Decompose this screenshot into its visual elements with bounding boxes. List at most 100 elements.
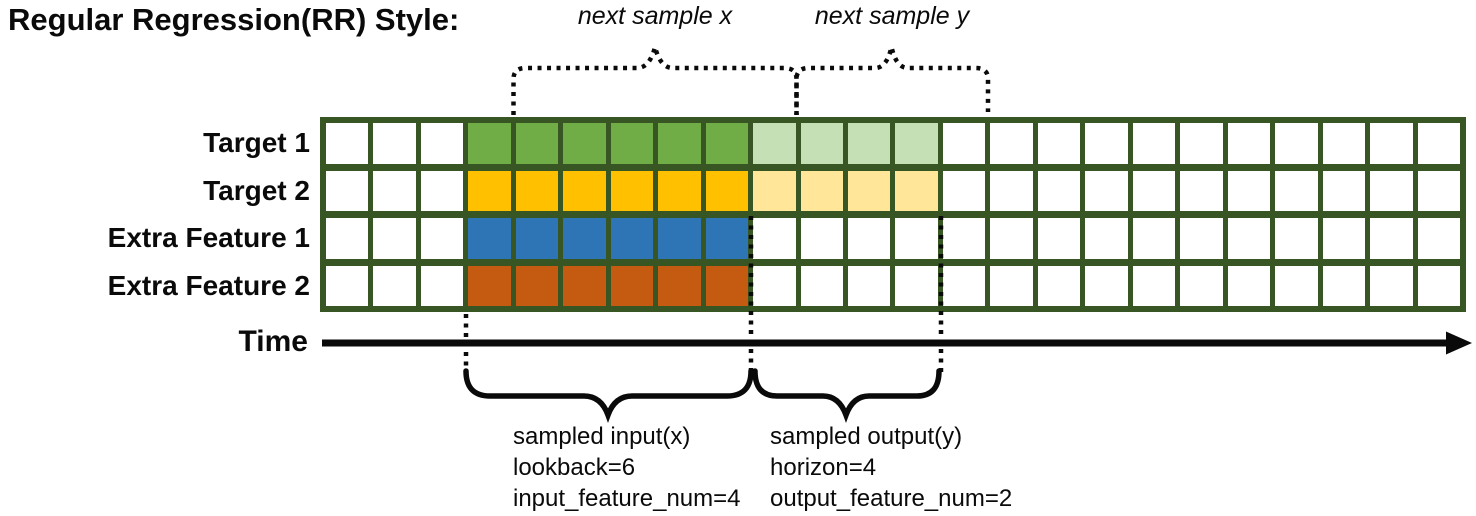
grid-cell [610, 218, 654, 259]
grid-cell [1275, 218, 1318, 259]
grid-cell [420, 265, 464, 306]
grid-cell [800, 170, 844, 211]
grid-cell [515, 123, 559, 164]
grid-cell [1275, 123, 1318, 164]
grid-cell [1085, 123, 1128, 164]
next-sample-y-brace [794, 46, 991, 115]
row-label-extra-feature-2: Extra Feature 2 [107, 270, 310, 301]
grid-cell [1417, 218, 1460, 259]
grid-cell [1085, 265, 1128, 306]
grid-cell [705, 218, 749, 259]
output-feature-num: output_feature_num=2 [770, 485, 1013, 512]
grid-cell [373, 265, 416, 306]
sampled-output-title: sampled output(y) [770, 423, 963, 450]
grid-cell [468, 218, 511, 259]
grid-cell [1370, 123, 1413, 164]
grid-cell [658, 170, 701, 211]
grid-cell [1227, 218, 1271, 259]
grid-cell [705, 123, 749, 164]
grid-cell [373, 218, 416, 259]
grid-cell [705, 265, 749, 306]
sampled-input-note: sampled input(x) lookback=6 input_featur… [513, 421, 741, 514]
next-sample-y-label: next sample y [814, 2, 970, 30]
time-axis-arrowhead-icon [1446, 331, 1472, 355]
grid-cell [1417, 265, 1460, 306]
grid-cell [1370, 218, 1413, 259]
grid-cell [1370, 170, 1413, 211]
grid-cell [326, 170, 369, 211]
grid-cell [326, 265, 369, 306]
sampled-input-title: sampled input(x) [513, 423, 691, 450]
grid-cell [658, 123, 701, 164]
input-feature-num: input_feature_num=4 [513, 485, 741, 512]
grid-cell [753, 170, 796, 211]
grid-cell [468, 123, 511, 164]
grid-cell [515, 218, 559, 259]
grid-cell [1180, 265, 1223, 306]
grid-cell [942, 170, 986, 211]
grid-cell [468, 265, 511, 306]
grid-cell [990, 265, 1033, 306]
grid-cell [848, 170, 891, 211]
grid-cell [658, 265, 701, 306]
sampled-output-brace [752, 368, 942, 423]
grid-cell [942, 218, 986, 259]
grid-cell [1370, 265, 1413, 306]
grid-cell [610, 123, 654, 164]
grid-cell [1227, 123, 1271, 164]
grid-cell [1180, 170, 1223, 211]
grid-cell [468, 170, 511, 211]
grid-cell [1037, 265, 1081, 306]
sample-grid [320, 117, 1466, 312]
next-sample-x-label: next sample x [577, 2, 733, 30]
grid-cell [1085, 170, 1128, 211]
time-axis-label: Time [238, 325, 308, 358]
grid-cell [515, 265, 559, 306]
grid-cell [563, 123, 606, 164]
grid-cell [895, 218, 938, 259]
grid-cell [1037, 170, 1081, 211]
grid-cell [942, 123, 986, 164]
sampled-output-note: sampled output(y) horizon=4 output_featu… [770, 421, 1012, 514]
grid-cell [658, 218, 701, 259]
grid-cell [420, 218, 464, 259]
grid-cell [1037, 123, 1081, 164]
grid-cell [848, 265, 891, 306]
grid-cell [1132, 170, 1176, 211]
grid-cell [895, 123, 938, 164]
grid-cell [563, 170, 606, 211]
grid-cell [800, 123, 844, 164]
grid-cell [848, 218, 891, 259]
grid-cell [1322, 265, 1366, 306]
grid-cell [753, 265, 796, 306]
grid-cell [705, 170, 749, 211]
grid-cell [1227, 265, 1271, 306]
grid-cell [942, 265, 986, 306]
grid-cell [848, 123, 891, 164]
grid-cell [1322, 123, 1366, 164]
grid-cell [326, 123, 369, 164]
grid-cell [1180, 123, 1223, 164]
lookback-value: lookback=6 [513, 454, 636, 481]
sampled-input-brace [463, 368, 754, 423]
grid-cell [373, 170, 416, 211]
grid-cell [800, 265, 844, 306]
grid-cell [1085, 218, 1128, 259]
grid-cell [990, 170, 1033, 211]
grid-cell [1132, 218, 1176, 259]
next-sample-x-brace [511, 46, 799, 115]
grid-cell [610, 265, 654, 306]
horizon-value: horizon=4 [770, 454, 877, 481]
grid-cell [1275, 170, 1318, 211]
grid-cell [373, 123, 416, 164]
grid-cell [1037, 218, 1081, 259]
grid-cell [420, 123, 464, 164]
grid-cell [895, 265, 938, 306]
row-label-target-1: Target 1 [203, 127, 310, 158]
grid-cell [563, 265, 606, 306]
grid-cell [1275, 265, 1318, 306]
grid-cell [800, 218, 844, 259]
grid-cell [1417, 123, 1460, 164]
grid-cell [1132, 123, 1176, 164]
